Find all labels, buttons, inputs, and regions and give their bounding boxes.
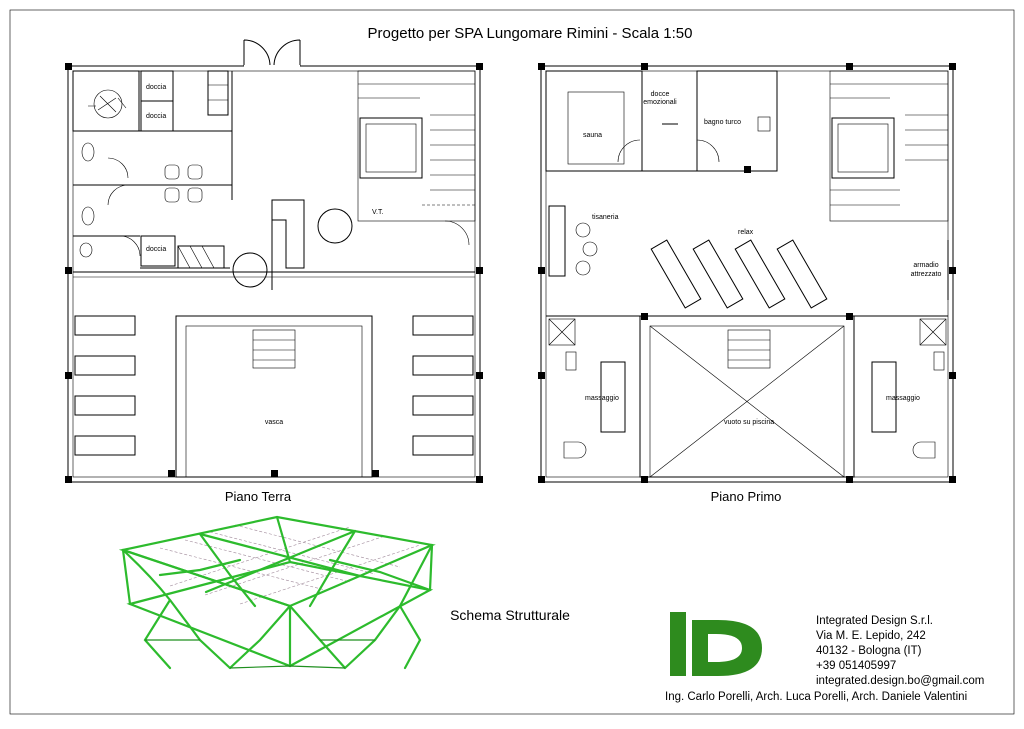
- sink-icon: [187, 187, 203, 203]
- label-tisaneria: tisaneria: [592, 214, 619, 221]
- accessible-wc-icon: [93, 89, 123, 119]
- label-doccia: doccia: [146, 84, 166, 91]
- label-massaggio: massaggio: [886, 395, 920, 402]
- label-vuoto: vuoto su piscina: [724, 419, 774, 426]
- company-city: 40132 - Bologna (IT): [816, 645, 922, 657]
- first-floor-plan: docce emozionali sauna bagno turco tisan…: [538, 63, 956, 483]
- label-relax: relax: [738, 229, 754, 236]
- label-vasca: vasca: [265, 419, 283, 426]
- company-phone: +39 051405997: [816, 660, 896, 672]
- toilet-icon: [81, 142, 95, 162]
- label-doccia: doccia: [146, 246, 166, 253]
- sink-icon: [164, 164, 180, 180]
- company-email: integrated.design.bo@gmail.com: [816, 675, 984, 687]
- company-address: Via M. E. Lepido, 242: [816, 630, 926, 642]
- label-emozionali: emozionali: [643, 99, 677, 106]
- structural-caption: Schema Strutturale: [450, 607, 570, 623]
- structural-scheme: [118, 515, 436, 670]
- toilet-icon: [81, 206, 95, 226]
- sheet-border: [9, 9, 1015, 715]
- staircase: [829, 70, 949, 222]
- sink-icon: [187, 164, 203, 180]
- company-logo: [670, 612, 762, 676]
- lift-shaft: [359, 117, 423, 179]
- label-attrezzato: attrezzato: [911, 271, 942, 278]
- sauna-room: [545, 70, 643, 172]
- company-name: Integrated Design S.r.l.: [816, 615, 933, 627]
- label-doccia: doccia: [146, 113, 166, 120]
- company-authors: Ing. Carlo Porelli, Arch. Luca Porelli, …: [665, 691, 967, 703]
- entrance-door: [243, 39, 301, 67]
- ground-floor-caption: Piano Terra: [225, 489, 292, 504]
- label-vt: V.T.: [372, 209, 383, 216]
- label-bagno-turco: bagno turco: [704, 119, 741, 126]
- label-massaggio: massaggio: [585, 395, 619, 402]
- toilet-icon: [79, 242, 93, 258]
- relax-loungers: [650, 239, 828, 309]
- lift-shaft: [831, 117, 895, 179]
- first-floor-caption: Piano Primo: [711, 489, 782, 504]
- ground-floor-plan: V.T. vasca doccia doccia do: [65, 39, 483, 483]
- label-armadio: armadio: [913, 262, 938, 269]
- sink-icon: [164, 187, 180, 203]
- label-docce: docce: [651, 91, 670, 98]
- drawing-title: Progetto per SPA Lungomare Rimini - Scal…: [368, 25, 693, 42]
- staircase: [357, 70, 476, 222]
- label-sauna: sauna: [583, 132, 602, 139]
